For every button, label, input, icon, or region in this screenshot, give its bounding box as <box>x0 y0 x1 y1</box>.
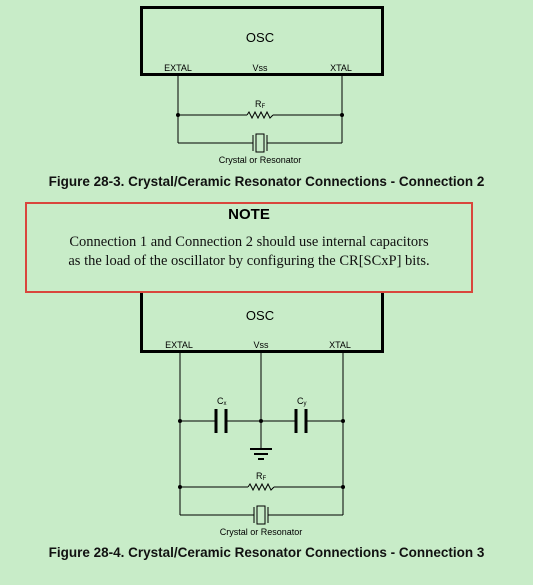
crystal-label: Crystal or Resonator <box>220 527 303 537</box>
note-text: Connection 1 and Connection 2 should use… <box>27 233 471 271</box>
osc-label: OSC <box>246 30 274 45</box>
wires <box>177 76 343 144</box>
note-box: NOTE Connection 1 and Connection 2 shoul… <box>25 202 473 293</box>
note-title: NOTE <box>228 206 270 223</box>
capacitor-cy-symbol <box>294 409 308 433</box>
resistor-rf-symbol <box>247 482 275 492</box>
capacitor-cx-symbol <box>214 409 228 433</box>
osc-block <box>140 6 384 76</box>
junction-dot <box>176 113 180 117</box>
capacitor-cx-label: Cx <box>217 396 227 407</box>
pin-xtal-label: XTAL <box>330 63 352 73</box>
wires <box>179 353 344 516</box>
junction-dot <box>341 419 345 423</box>
resistor-rf-symbol <box>246 110 274 120</box>
note-line-1: Connection 1 and Connection 2 should use… <box>69 234 429 250</box>
crystal-symbol <box>253 505 269 525</box>
connection-2-diagram: OSC EXTAL Vss XTAL RF Crystal or Resonat… <box>140 6 384 165</box>
pin-extal-label: EXTAL <box>164 63 192 73</box>
osc-label: OSC <box>246 308 274 323</box>
pin-vss-label: Vss <box>253 340 269 350</box>
figure-28-3-caption: Figure 28-3. Crystal/Ceramic Resonator C… <box>48 174 485 189</box>
pin-vss-label: Vss <box>252 63 268 73</box>
junction-dot <box>341 485 345 489</box>
ground-symbol <box>250 448 272 460</box>
connection-3-diagram: OSC EXTAL Vss XTAL Cx Cy RF <box>140 283 384 537</box>
note-line-2: as the load of the oscillator by configu… <box>68 253 430 269</box>
crystal-label: Crystal or Resonator <box>219 155 302 165</box>
pin-extal-label: EXTAL <box>165 340 193 350</box>
crystal-symbol <box>252 133 268 153</box>
junction-dot <box>259 419 263 423</box>
figure-28-4-caption: Figure 28-4. Crystal/Ceramic Resonator C… <box>48 545 485 560</box>
pin-xtal-label: XTAL <box>329 340 351 350</box>
junction-dot <box>178 485 182 489</box>
junction-dot <box>178 419 182 423</box>
junction-dot <box>340 113 344 117</box>
capacitor-cy-label: Cy <box>297 396 307 407</box>
resistor-rf-label: RF <box>255 99 266 110</box>
resistor-rf-label: RF <box>256 471 267 482</box>
